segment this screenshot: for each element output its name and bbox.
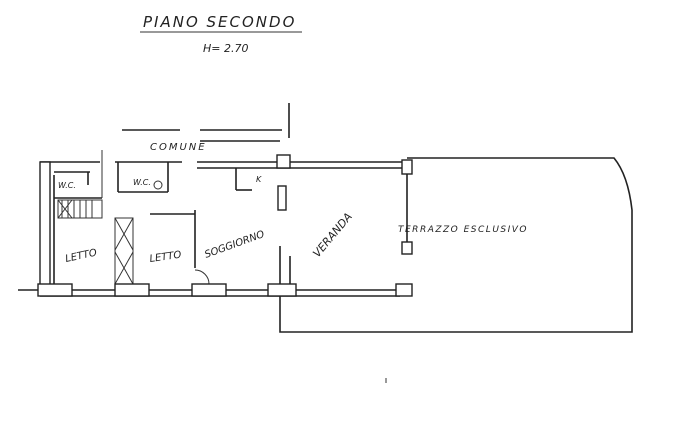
post-1 xyxy=(276,154,291,169)
label-comune: COMUNE xyxy=(150,142,207,153)
closet-x2 xyxy=(114,217,134,251)
closet-x4 xyxy=(114,251,134,285)
label-letto-2: LETTO xyxy=(149,250,182,265)
label-kitchen: K xyxy=(256,175,262,184)
post-2 xyxy=(401,159,413,175)
bottom-post-1 xyxy=(37,283,73,297)
stair-hatching xyxy=(57,199,103,219)
wc2-fixture xyxy=(153,180,163,190)
plan-title: PIANO SECONDO xyxy=(143,13,296,31)
label-soggiorno: SOGGIORNO xyxy=(203,229,266,261)
bottom-post-3 xyxy=(191,283,227,297)
post-3 xyxy=(401,241,413,255)
kitchen-column xyxy=(277,185,287,211)
bottom-post-5 xyxy=(395,283,413,297)
label-letto-1: LETTO xyxy=(64,247,98,264)
left-wall xyxy=(39,161,51,291)
closet xyxy=(114,217,134,285)
ceiling-height-label: H= 2.70 xyxy=(203,42,248,55)
label-terrazzo: TERRAZZO ESCLUSIVO xyxy=(398,225,528,235)
label-wc-1: W.C. xyxy=(58,181,76,190)
bottom-post-4 xyxy=(267,283,297,297)
bottom-post-2 xyxy=(114,283,150,297)
door-swing xyxy=(194,269,210,285)
terrace-outline xyxy=(279,157,633,333)
label-veranda: VERANDA xyxy=(310,210,355,260)
label-wc-2: W.C. xyxy=(133,178,151,187)
